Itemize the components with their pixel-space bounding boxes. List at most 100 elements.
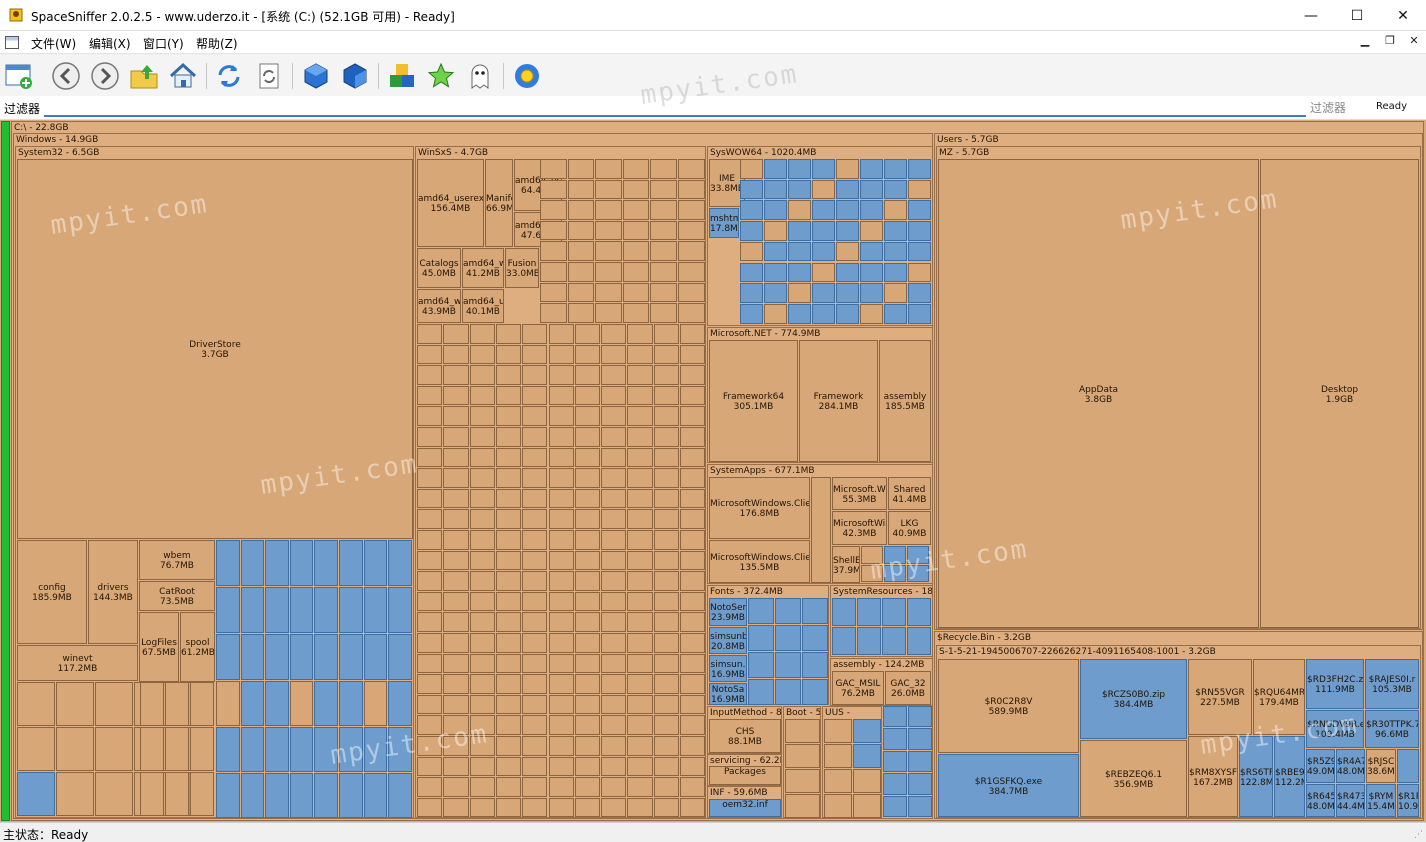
treemap-cell[interactable] bbox=[574, 777, 601, 797]
treemap-cell[interactable] bbox=[314, 681, 338, 726]
treemap-cell[interactable] bbox=[443, 324, 469, 344]
treemap-cell[interactable] bbox=[574, 591, 601, 612]
treemap-cell[interactable] bbox=[836, 159, 859, 179]
treemap-cell[interactable] bbox=[314, 634, 338, 680]
treemap-cell[interactable] bbox=[339, 681, 363, 726]
recycle-r473-small-block[interactable] bbox=[1397, 749, 1419, 783]
treemap-cell[interactable] bbox=[678, 282, 705, 303]
treemap-cell[interactable] bbox=[548, 365, 574, 385]
treemap-cell[interactable] bbox=[653, 674, 679, 694]
treemap-cell[interactable] bbox=[740, 200, 763, 221]
treemap-cell[interactable] bbox=[601, 365, 627, 385]
treemap-cell[interactable] bbox=[601, 468, 627, 488]
treemap-cell[interactable] bbox=[417, 777, 443, 797]
treemap-cell[interactable] bbox=[574, 324, 601, 344]
treemap-cell[interactable] bbox=[622, 303, 650, 323]
treemap-cell[interactable] bbox=[469, 427, 495, 447]
treemap-cell[interactable] bbox=[289, 681, 314, 726]
treemap-cell[interactable] bbox=[363, 773, 388, 818]
treemap-cell[interactable] bbox=[548, 324, 574, 344]
treemap-cell[interactable] bbox=[764, 221, 787, 241]
menu-edit[interactable]: 编辑(X) bbox=[89, 37, 131, 51]
treemap-cell[interactable] bbox=[764, 241, 787, 262]
treemap-cell[interactable] bbox=[443, 694, 469, 715]
treemap-cell[interactable] bbox=[907, 627, 931, 655]
treemap-cell[interactable] bbox=[627, 571, 653, 591]
treemap-cell[interactable] bbox=[548, 797, 574, 818]
treemap-cell[interactable] bbox=[785, 744, 820, 768]
treemap-cell[interactable] bbox=[417, 674, 443, 694]
treemap-cell[interactable] bbox=[627, 777, 653, 797]
treemap-cell[interactable] bbox=[653, 571, 679, 591]
treemap-cell[interactable] bbox=[857, 627, 881, 655]
treemap-cell[interactable] bbox=[495, 447, 522, 468]
treemap-cell[interactable] bbox=[495, 694, 522, 715]
treemap-cell[interactable] bbox=[548, 612, 574, 632]
systemapps-mic-block[interactable] bbox=[811, 477, 831, 583]
treemap-cell[interactable] bbox=[240, 681, 265, 726]
mdi-restore-icon[interactable]: ❐ bbox=[1385, 34, 1395, 47]
treemap-cell[interactable] bbox=[601, 715, 627, 735]
treemap-cell[interactable] bbox=[289, 587, 314, 633]
treemap-cell[interactable] bbox=[653, 694, 679, 715]
treemap-cell[interactable] bbox=[443, 509, 469, 529]
treemap-cell[interactable] bbox=[595, 262, 622, 282]
treemap-cell[interactable] bbox=[417, 530, 443, 550]
treemap-cell[interactable] bbox=[678, 200, 705, 220]
treemap-cell[interactable] bbox=[627, 550, 653, 571]
treemap-cell[interactable] bbox=[548, 447, 574, 468]
treemap-cell[interactable] bbox=[522, 468, 548, 488]
treemap-cell[interactable] bbox=[680, 694, 706, 715]
treemap-cell[interactable] bbox=[417, 653, 443, 674]
treemap-cell[interactable] bbox=[680, 715, 706, 735]
maximize-button[interactable]: ☐ bbox=[1350, 7, 1364, 24]
treemap-cell[interactable] bbox=[95, 727, 133, 771]
treemap-cell[interactable] bbox=[802, 625, 828, 651]
treemap-cell[interactable] bbox=[883, 750, 907, 773]
treemap-cell[interactable] bbox=[860, 241, 883, 262]
treemap-cell[interactable] bbox=[443, 715, 469, 735]
treemap-cell[interactable] bbox=[680, 550, 706, 571]
refresh-icon[interactable] bbox=[213, 60, 245, 92]
treemap-cell[interactable] bbox=[443, 777, 469, 797]
treemap-cell[interactable] bbox=[469, 571, 495, 591]
treemap-cell[interactable] bbox=[622, 179, 650, 200]
treemap-cell[interactable] bbox=[680, 385, 706, 406]
treemap-cell[interactable] bbox=[574, 406, 601, 426]
treemap-cell[interactable] bbox=[788, 303, 811, 324]
treemap-cell[interactable] bbox=[601, 777, 627, 797]
treemap-cell[interactable] bbox=[653, 633, 679, 653]
treemap-cell[interactable] bbox=[788, 283, 811, 303]
treemap-cell[interactable] bbox=[627, 509, 653, 529]
treemap-cell[interactable] bbox=[567, 303, 595, 323]
folder-up-icon[interactable] bbox=[128, 60, 160, 92]
treemap-cell[interactable] bbox=[764, 200, 787, 221]
treemap-cell[interactable] bbox=[495, 509, 522, 529]
treemap-cell[interactable] bbox=[469, 797, 495, 818]
treemap-cell[interactable] bbox=[548, 653, 574, 674]
treemap-cell[interactable] bbox=[824, 719, 852, 743]
treemap-cell[interactable] bbox=[314, 587, 338, 633]
treemap-cell[interactable] bbox=[601, 427, 627, 447]
treemap-cell[interactable] bbox=[680, 612, 706, 632]
treemap-cell[interactable] bbox=[567, 282, 595, 303]
treemap-cell[interactable] bbox=[601, 694, 627, 715]
treemap-cell[interactable] bbox=[289, 773, 314, 818]
treemap-cell[interactable] bbox=[680, 633, 706, 653]
treemap-cell[interactable] bbox=[443, 530, 469, 550]
treemap-cell[interactable] bbox=[265, 634, 289, 680]
treemap-cell[interactable] bbox=[653, 550, 679, 571]
